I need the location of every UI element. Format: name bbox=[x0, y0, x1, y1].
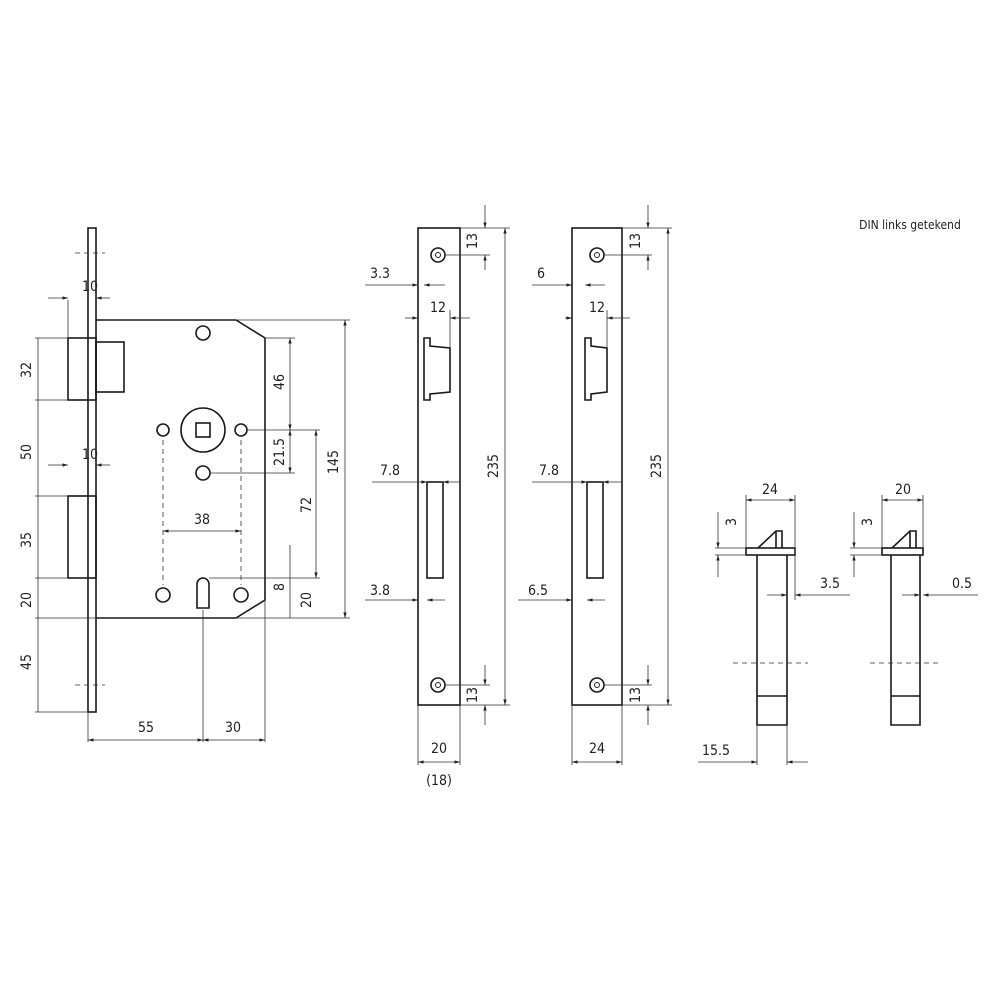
dim-label: 24 bbox=[589, 741, 605, 757]
screw-hole bbox=[430, 247, 446, 263]
bolt-opening bbox=[426, 481, 444, 579]
fixing-hole bbox=[233, 587, 249, 603]
fixing-hole bbox=[195, 465, 211, 481]
dim-label: 0.5 bbox=[952, 576, 972, 592]
dim-label: 145 bbox=[326, 450, 342, 474]
dim-label: 6.5 bbox=[528, 583, 548, 599]
dim-label: 3 bbox=[724, 518, 740, 526]
forend-plate bbox=[417, 227, 461, 706]
dim-label: 12 bbox=[589, 300, 605, 316]
strike-20-view: 20 3 0.5 bbox=[850, 482, 978, 726]
dim-label: 13 bbox=[628, 687, 644, 703]
latch-opening bbox=[423, 337, 451, 401]
lock-case bbox=[96, 319, 266, 619]
dead-bolt bbox=[67, 495, 97, 579]
dim-label: 50 bbox=[19, 444, 35, 460]
dim-label: 32 bbox=[19, 362, 35, 378]
keyhole bbox=[196, 577, 210, 609]
follower-hub bbox=[180, 407, 226, 453]
dim-label: 15.5 bbox=[702, 743, 730, 759]
dim-label: 3.3 bbox=[370, 266, 390, 282]
dim-label: 13 bbox=[465, 233, 481, 249]
dim-label: 55 bbox=[138, 720, 154, 736]
dim-label: 13 bbox=[628, 233, 644, 249]
dim-label: 10 bbox=[82, 279, 98, 295]
forend-plate bbox=[87, 227, 97, 713]
dim-label: 235 bbox=[649, 454, 665, 478]
fixing-hole bbox=[155, 587, 171, 603]
dim-label: 72 bbox=[299, 497, 315, 513]
strike-lip bbox=[757, 530, 783, 549]
dim-label: 7.8 bbox=[539, 463, 559, 479]
forend-24-view: 13 6 12 7.8 235 6.5 13 24 bbox=[518, 205, 672, 765]
dim-label: 8 bbox=[272, 583, 288, 591]
dim-label: 38 bbox=[194, 512, 210, 528]
dim-label: (18) bbox=[426, 773, 452, 789]
dim-label: 46 bbox=[272, 374, 288, 390]
forend-20-view: 13 3.3 12 7.8 235 3.8 13 20 (18) bbox=[365, 205, 510, 789]
screw-hole bbox=[430, 677, 446, 693]
strike-body bbox=[756, 555, 788, 726]
dim-label: 45 bbox=[19, 654, 35, 670]
dim-label: 20 bbox=[431, 741, 447, 757]
dim-label: 20 bbox=[895, 482, 911, 498]
fixing-hole bbox=[234, 423, 248, 437]
dim-label: 10 bbox=[82, 447, 98, 463]
dim-label: 3 bbox=[860, 518, 876, 526]
strike-lip bbox=[891, 530, 917, 549]
latch-bolt bbox=[67, 337, 97, 401]
fixing-hole bbox=[156, 423, 170, 437]
lock-body-view: 10 10 32 50 35 20 45 46 21.5 72 145 38 8… bbox=[19, 227, 350, 742]
dim-label: 35 bbox=[19, 532, 35, 548]
spindle-square bbox=[195, 422, 211, 438]
strike-24-view: 24 3 3.5 15.5 bbox=[698, 482, 850, 765]
latch-bolt-inner bbox=[95, 341, 125, 393]
screw-hole bbox=[589, 247, 605, 263]
dim-label: 20 bbox=[19, 592, 35, 608]
dim-label: 3.5 bbox=[820, 576, 840, 592]
dim-label: 7.8 bbox=[380, 463, 400, 479]
dim-label: 21.5 bbox=[272, 438, 288, 466]
bolt-opening bbox=[586, 481, 604, 579]
latch-opening bbox=[584, 337, 608, 401]
dim-label: 12 bbox=[430, 300, 446, 316]
dim-label: 3.8 bbox=[370, 583, 390, 599]
strike-plate bbox=[881, 547, 924, 556]
dim-label: 30 bbox=[225, 720, 241, 736]
drawing-note: DIN links getekend bbox=[859, 218, 961, 232]
dim-label: 235 bbox=[486, 454, 502, 478]
screw-hole bbox=[589, 677, 605, 693]
dim-label: 6 bbox=[537, 266, 545, 282]
dim-label: 13 bbox=[465, 687, 481, 703]
strike-body bbox=[890, 555, 921, 726]
dim-label: 24 bbox=[762, 482, 778, 498]
dim-label: 20 bbox=[299, 592, 315, 608]
strike-plate bbox=[745, 547, 796, 556]
forend-plate bbox=[571, 227, 623, 706]
fixing-hole bbox=[195, 325, 211, 341]
